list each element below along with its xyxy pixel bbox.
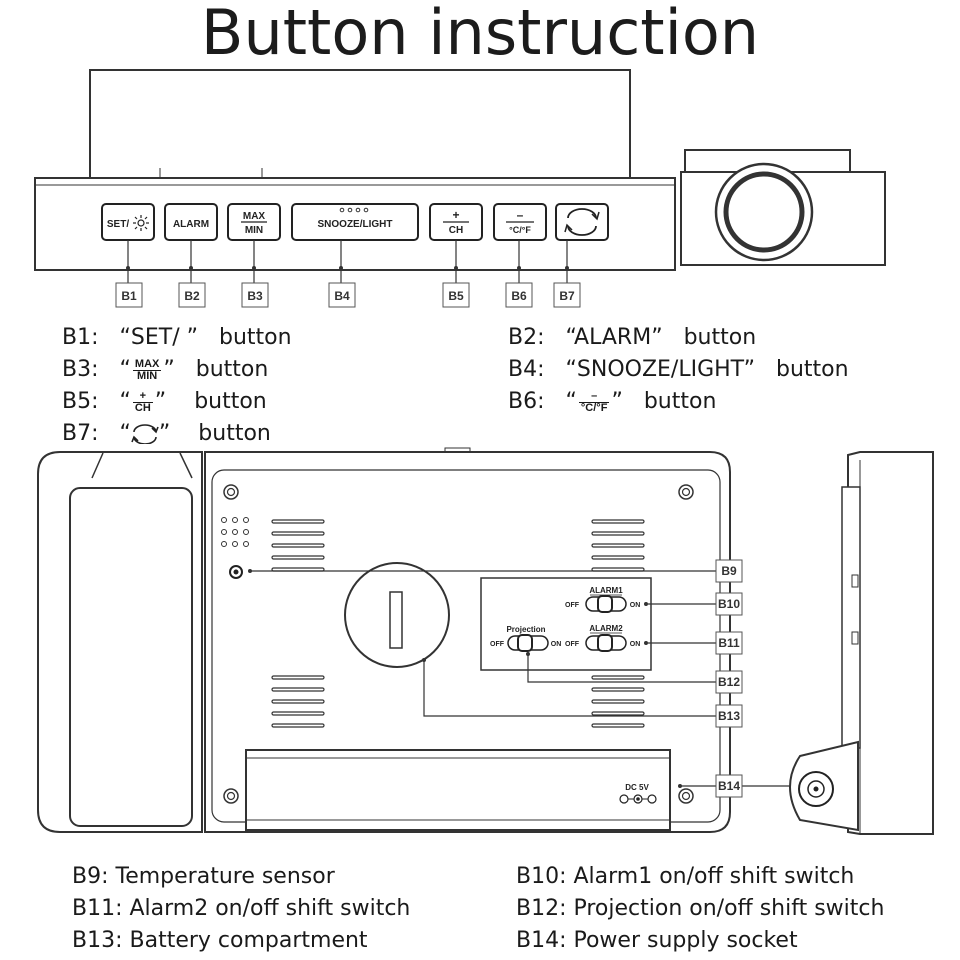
svg-text:B10: B10 (718, 597, 740, 611)
snooze-label: SNOOZE/LIGHT (318, 219, 393, 230)
rotate-icon (131, 424, 159, 445)
plus-ch-symbol: +CH (132, 389, 153, 414)
callout-b11: B11 (715, 631, 743, 655)
callout-b1: B1 (115, 282, 143, 308)
sun-icon (133, 215, 149, 231)
svg-text:B6: B6 (511, 289, 527, 303)
svg-text:ON: ON (551, 641, 562, 648)
svg-text:OFF: OFF (565, 641, 580, 648)
alarm2-label: ALARM2 (589, 624, 623, 633)
svg-text:B9: B9 (721, 564, 737, 578)
alarm2-switch[interactable]: ALARM2 OFF ON (565, 624, 641, 652)
projection-rotate-button[interactable] (555, 203, 609, 241)
desc-b6: B6: “–°C/°F” button (508, 389, 717, 414)
temperature-sensor (229, 565, 243, 579)
legend-b11: B11: Alarm2 on/off shift switch (72, 896, 411, 921)
legend-b14: B14: Power supply socket (516, 928, 798, 953)
set-button-label: SET/ (107, 219, 129, 230)
desc-b4: B4: “SNOOZE/LIGHT” button (508, 357, 849, 382)
legend-b12: B12: Projection on/off shift switch (516, 896, 885, 921)
svg-text:B12: B12 (718, 675, 740, 689)
minus-cf-button[interactable]: – °C/°F (493, 203, 547, 241)
minus-cf-symbol: –°C/°F (578, 389, 610, 414)
dc-socket-symbol: DC 5V (619, 783, 657, 804)
callout-b2: B2 (178, 282, 206, 308)
alarm-button[interactable]: ALARM (164, 203, 218, 241)
desc-b1: B1: “SET/ ” button (62, 325, 292, 350)
svg-text:B4: B4 (334, 289, 350, 303)
desc-b7: B7: “” button (62, 421, 271, 446)
desc-b5: B5: “+CH” button (62, 389, 267, 414)
svg-text:B7: B7 (559, 289, 575, 303)
svg-text:B14: B14 (718, 779, 740, 793)
alarm1-label: ALARM1 (589, 586, 623, 595)
desc-b2: B2: “ALARM” button (508, 325, 757, 350)
page-title: Button instruction (200, 0, 760, 69)
projection-label: Projection (506, 625, 545, 634)
alarm1-switch[interactable]: ALARM1 OFF ON (565, 586, 641, 613)
legend-b9: B9: Temperature sensor (72, 864, 335, 889)
back-view (37, 447, 731, 833)
callout-b6: B6 (505, 282, 533, 308)
min-label: MIN (245, 225, 263, 236)
light-dots (339, 207, 369, 213)
svg-text:ON: ON (630, 602, 641, 609)
svg-text:B1: B1 (121, 289, 137, 303)
projection-switch[interactable]: Projection OFF ON (490, 625, 562, 652)
rotate-icon (564, 208, 600, 236)
svg-text:DC 5V: DC 5V (625, 783, 649, 792)
svg-text:B5: B5 (448, 289, 464, 303)
callout-b12: B12 (715, 670, 743, 694)
alarm-button-label: ALARM (173, 219, 209, 230)
ch-label: CH (449, 225, 463, 236)
callout-b7: B7 (553, 282, 581, 308)
callout-b10: B10 (715, 592, 743, 616)
power-socket (798, 771, 834, 807)
snooze-light-button[interactable]: SNOOZE/LIGHT (291, 203, 419, 241)
top-view (34, 69, 886, 271)
speaker-holes (221, 517, 249, 547)
callout-b4: B4 (328, 282, 356, 308)
svg-text:ON: ON (630, 641, 641, 648)
svg-text:B11: B11 (718, 636, 740, 650)
callout-b5: B5 (442, 282, 470, 308)
callout-b13: B13 (715, 704, 743, 728)
legend-b13: B13: Battery compartment (72, 928, 368, 953)
max-label: MAX (243, 211, 266, 222)
svg-text:B3: B3 (247, 289, 263, 303)
minus-label: – (517, 208, 524, 222)
plus-label: + (452, 208, 459, 222)
max-min-button[interactable]: MAX MIN (227, 203, 281, 241)
callout-b14: B14 (715, 774, 743, 798)
svg-text:OFF: OFF (490, 641, 505, 648)
callout-b9: B9 (715, 559, 743, 583)
svg-text:OFF: OFF (565, 602, 580, 609)
callout-b3: B3 (241, 282, 269, 308)
set-button[interactable]: SET/ (101, 203, 155, 241)
svg-text:B2: B2 (184, 289, 200, 303)
legend-b10: B10: Alarm1 on/off shift switch (516, 864, 855, 889)
svg-text:B13: B13 (718, 709, 740, 723)
cf-label: °C/°F (509, 225, 531, 235)
vents (271, 519, 645, 728)
plus-ch-button[interactable]: + CH (429, 203, 483, 241)
